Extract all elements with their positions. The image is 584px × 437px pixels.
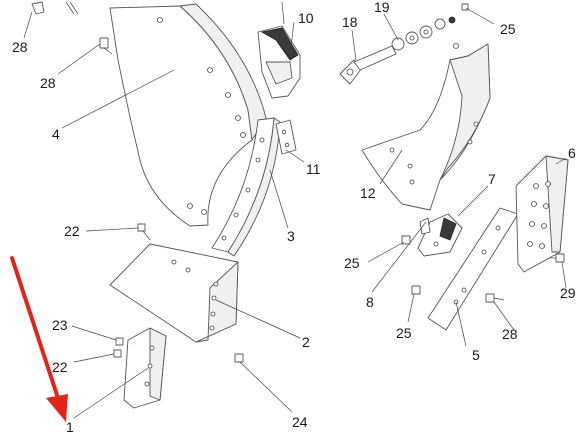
small-fasteners-left [113, 223, 244, 363]
callout-24: 24 [292, 414, 308, 430]
part-4-moldboard [109, 3, 267, 227]
callout-19: 19 [374, 0, 390, 15]
callout-23: 23 [52, 317, 68, 333]
leader-lines [23, 7, 567, 419]
red-arrow-pointer [10, 256, 68, 422]
callout-5: 5 [472, 347, 480, 363]
callout-12: 12 [360, 185, 376, 201]
callout-28-mid: 28 [40, 75, 56, 91]
callout-6: 6 [568, 145, 576, 161]
callout-22-lower: 22 [52, 359, 68, 375]
callout-28-top: 28 [12, 39, 28, 55]
callout-22-upper: 22 [64, 223, 80, 239]
callout-8: 8 [366, 294, 374, 310]
callout-11: 11 [306, 161, 321, 177]
part-12-housing [361, 43, 491, 211]
callout-2: 2 [302, 334, 310, 350]
callout-4: 4 [52, 126, 60, 142]
top-left-fragments [31, 1, 113, 55]
part-3-curved-strip [211, 117, 281, 257]
callout-18: 18 [342, 14, 358, 30]
callout-25-mid: 25 [344, 255, 360, 271]
callout-28-right: 28 [502, 326, 518, 342]
callout-3: 3 [287, 228, 295, 244]
callout-7: 7 [488, 171, 496, 187]
part-10-bracket [257, 1, 301, 99]
callout-1: 1 [66, 419, 74, 435]
small-fasteners-right [401, 217, 565, 303]
part-1-block [123, 327, 167, 409]
callout-labels: 28 28 4 10 11 3 22 2 23 22 1 24 18 19 25… [12, 0, 576, 435]
part-2-mounting-plate [109, 243, 239, 343]
callout-25-top: 25 [500, 21, 516, 37]
callout-25-low: 25 [396, 325, 412, 341]
callout-10: 10 [298, 10, 314, 26]
part-6-slotted-plate [515, 155, 569, 273]
part-18-pin [339, 45, 397, 85]
part-19-washers [391, 3, 469, 51]
part-11-small-plate [275, 119, 297, 155]
callout-29: 29 [560, 285, 576, 301]
